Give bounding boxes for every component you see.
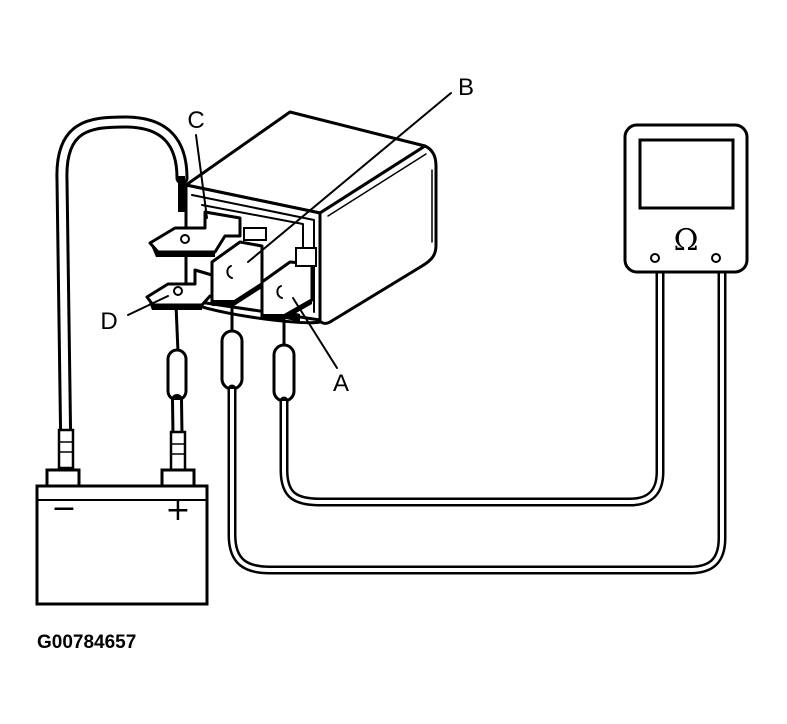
terminal-a: [260, 247, 317, 320]
meter-probe-a: [272, 316, 296, 403]
figure-id: G00784657: [37, 632, 136, 653]
battery-positive-sign: +: [165, 493, 190, 528]
battery-negative-sign: −: [51, 491, 76, 526]
ohm-symbol-icon: Ω: [674, 223, 699, 258]
jumper-wire-positive: [166, 303, 188, 476]
callouts: B C D A: [100, 74, 474, 397]
label-b: B: [458, 74, 474, 101]
battery: − +: [35, 468, 209, 606]
meter-lead-a: [279, 265, 665, 507]
jumper-wire-negative: [55, 115, 189, 470]
label-c: C: [187, 107, 204, 134]
terminal-c: [148, 210, 242, 257]
label-d: D: [100, 308, 117, 335]
meter-lead-b: [227, 265, 727, 575]
meter-probe-b: [220, 302, 244, 391]
ohmmeter: Ω: [623, 123, 749, 274]
ohmmeter-display: [638, 138, 735, 210]
label-a: A: [333, 370, 349, 397]
